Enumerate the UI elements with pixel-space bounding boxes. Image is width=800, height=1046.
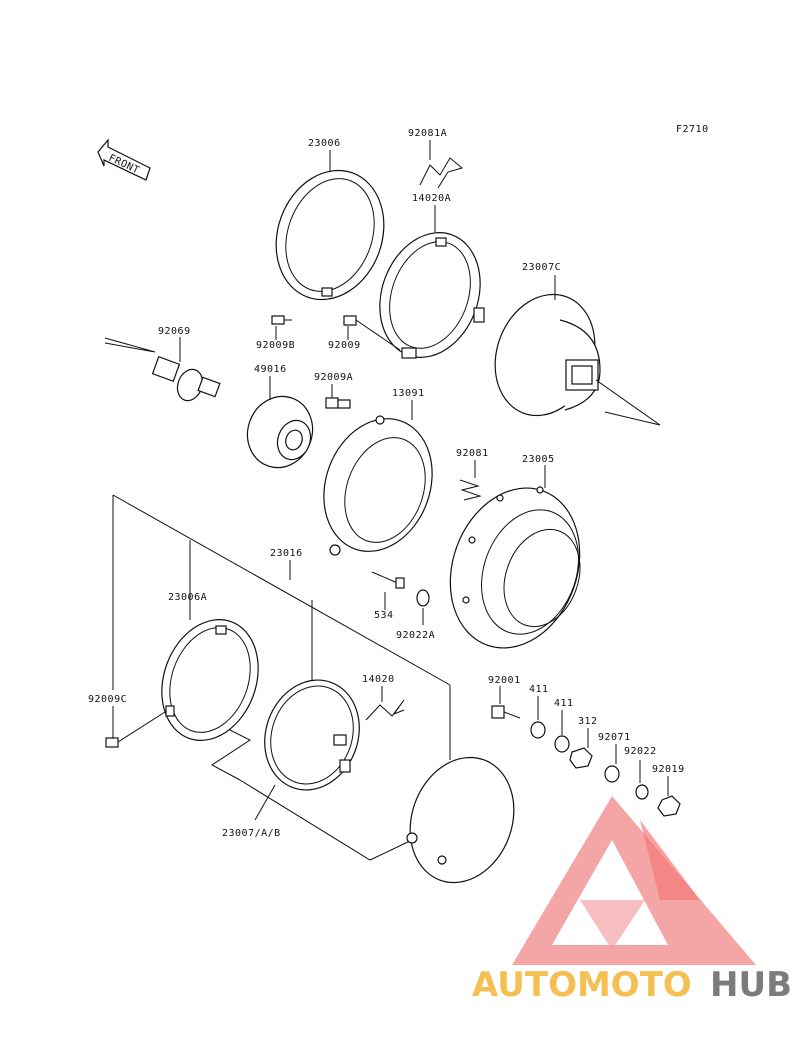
part-92069-bulb-socket	[151, 356, 221, 402]
label-92022A: 92022A	[396, 630, 435, 641]
part-92019-nut	[657, 795, 681, 817]
front-arrow-icon: FRONT	[97, 138, 151, 181]
label-23007AB: 23007/A/B	[222, 828, 281, 839]
part-92009-screw	[343, 315, 401, 351]
part-92022-washer	[635, 784, 649, 800]
label-312: 312	[578, 716, 598, 727]
part-23006-rim	[275, 169, 385, 301]
part-92009A-screw	[325, 397, 351, 409]
label-92009: 92009	[328, 340, 361, 351]
logo-text-hub: HUB	[710, 965, 792, 1005]
label-23006A: 23006A	[168, 592, 207, 603]
label-92001: 92001	[488, 675, 521, 686]
part-92009C-screw	[105, 711, 166, 748]
label-92081: 92081	[456, 448, 489, 459]
label-92009C: 92009C	[88, 694, 127, 705]
label-411-1: 411	[529, 684, 549, 695]
part-23016-cover	[406, 756, 515, 884]
part-411-washer-2	[554, 735, 570, 753]
part-14020-clip	[365, 699, 405, 721]
label-92071: 92071	[598, 732, 631, 743]
figure-code: F2710	[676, 124, 709, 135]
label-14020A: 14020A	[412, 193, 451, 204]
label-23006: 23006	[308, 138, 341, 149]
label-49016: 49016	[254, 364, 287, 375]
label-13091: 13091	[392, 388, 425, 399]
part-14020A-ring	[379, 232, 485, 359]
part-23007C-housing	[494, 293, 601, 417]
part-92071-washer	[604, 765, 620, 783]
label-92009B: 92009B	[256, 340, 295, 351]
label-92009A: 92009A	[314, 372, 353, 383]
part-92022A-washer	[416, 589, 430, 607]
label-92022: 92022	[624, 746, 657, 757]
label-92081A: 92081A	[408, 128, 447, 139]
part-49016-grommet	[246, 395, 314, 469]
part-23006A-rim	[161, 619, 259, 741]
part-312-nut	[569, 747, 593, 769]
part-92009B-screw	[271, 315, 292, 325]
label-23016: 23016	[270, 548, 303, 559]
logo-text-automoto: AUTOMOTO	[472, 965, 692, 1005]
automotohub-logo: AUTOMOTO HUB	[472, 796, 792, 1005]
part-23005-housing	[449, 486, 581, 649]
part-23007AB-lens-unit	[264, 679, 360, 791]
part-13091-mount	[323, 415, 433, 556]
part-411-washer-1	[530, 721, 546, 739]
label-534: 534	[374, 610, 394, 621]
part-92081-spring	[459, 479, 482, 501]
part-92081A-spring	[419, 157, 464, 189]
label-411-2: 411	[554, 698, 574, 709]
label-23007C: 23007C	[522, 262, 561, 273]
part-534-bolt	[371, 571, 405, 589]
label-92069: 92069	[158, 326, 191, 337]
label-23005: 23005	[522, 454, 555, 465]
part-92001-bolt	[491, 705, 521, 719]
label-14020: 14020	[362, 674, 395, 685]
label-92019: 92019	[652, 764, 685, 775]
